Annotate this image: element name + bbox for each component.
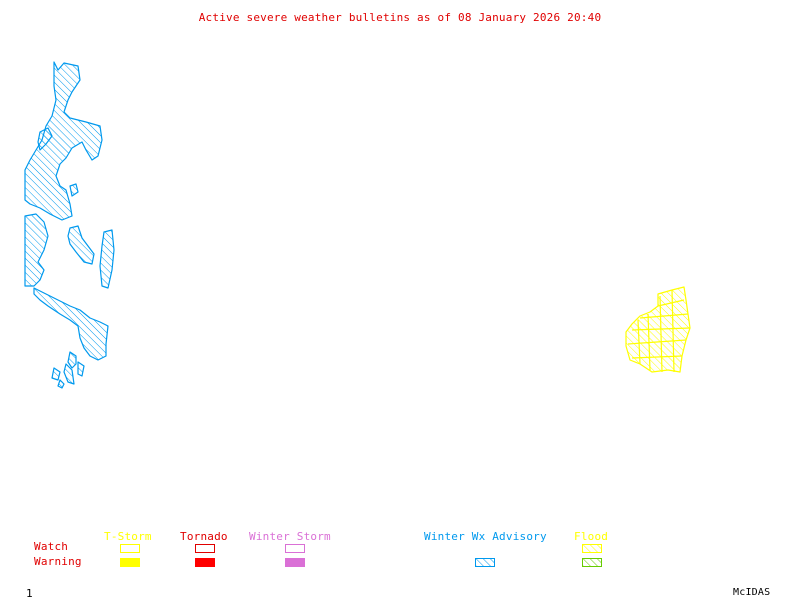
advisory-polygon-west-coast	[24, 213, 49, 287]
advisory-polygon-island-mid	[67, 225, 95, 265]
swatch-t-storm-warning	[120, 558, 140, 567]
swatch-winter-wx-advisory	[475, 558, 495, 567]
flood-watch-region	[625, 286, 691, 373]
software-label: McIDAS	[733, 587, 771, 598]
swatch-winter-storm-warning	[285, 558, 305, 567]
winter-wx-advisory-region	[24, 61, 115, 389]
swatch-tornado-watch	[195, 544, 215, 553]
legend-label-winter-wx-advisory: Winter Wx Advisory	[424, 530, 547, 543]
legend-label-tornado: Tornado	[180, 530, 228, 543]
advisory-polygon-islet-2	[67, 351, 77, 369]
swatch-tornado-warning	[195, 558, 215, 567]
swatch-t-storm-watch	[120, 544, 140, 553]
advisory-polygon-inlet-north	[37, 127, 53, 151]
legend-row-warning: Warning	[34, 555, 82, 568]
advisory-polygon-islet-6	[77, 361, 85, 377]
bulletin-title: Active severe weather bulletins as of 08…	[198, 11, 602, 24]
frame-number: 1	[26, 587, 33, 600]
legend-row-watch: Watch	[34, 540, 69, 553]
swatch-flood-watch	[582, 544, 602, 553]
legend-label-winter-storm: Winter Storm	[249, 530, 331, 543]
advisory-polygon-south	[33, 287, 109, 361]
advisory-polygon-islet-5	[57, 379, 65, 389]
advisory-polygon-north	[24, 61, 103, 221]
advisory-polygon-island-east	[99, 229, 115, 289]
swatch-winter-storm-watch	[285, 544, 305, 553]
legend-label-t-storm: T-Storm	[104, 530, 152, 543]
legend-label-flood: Flood	[574, 530, 609, 543]
advisory-polygon-islet-3	[63, 363, 75, 385]
advisory-polygon-islet-4	[51, 367, 61, 381]
flood-watch-county-grid	[627, 289, 691, 373]
advisory-polygon-islet-1	[69, 183, 79, 197]
swatch-flood-warning	[582, 558, 602, 567]
